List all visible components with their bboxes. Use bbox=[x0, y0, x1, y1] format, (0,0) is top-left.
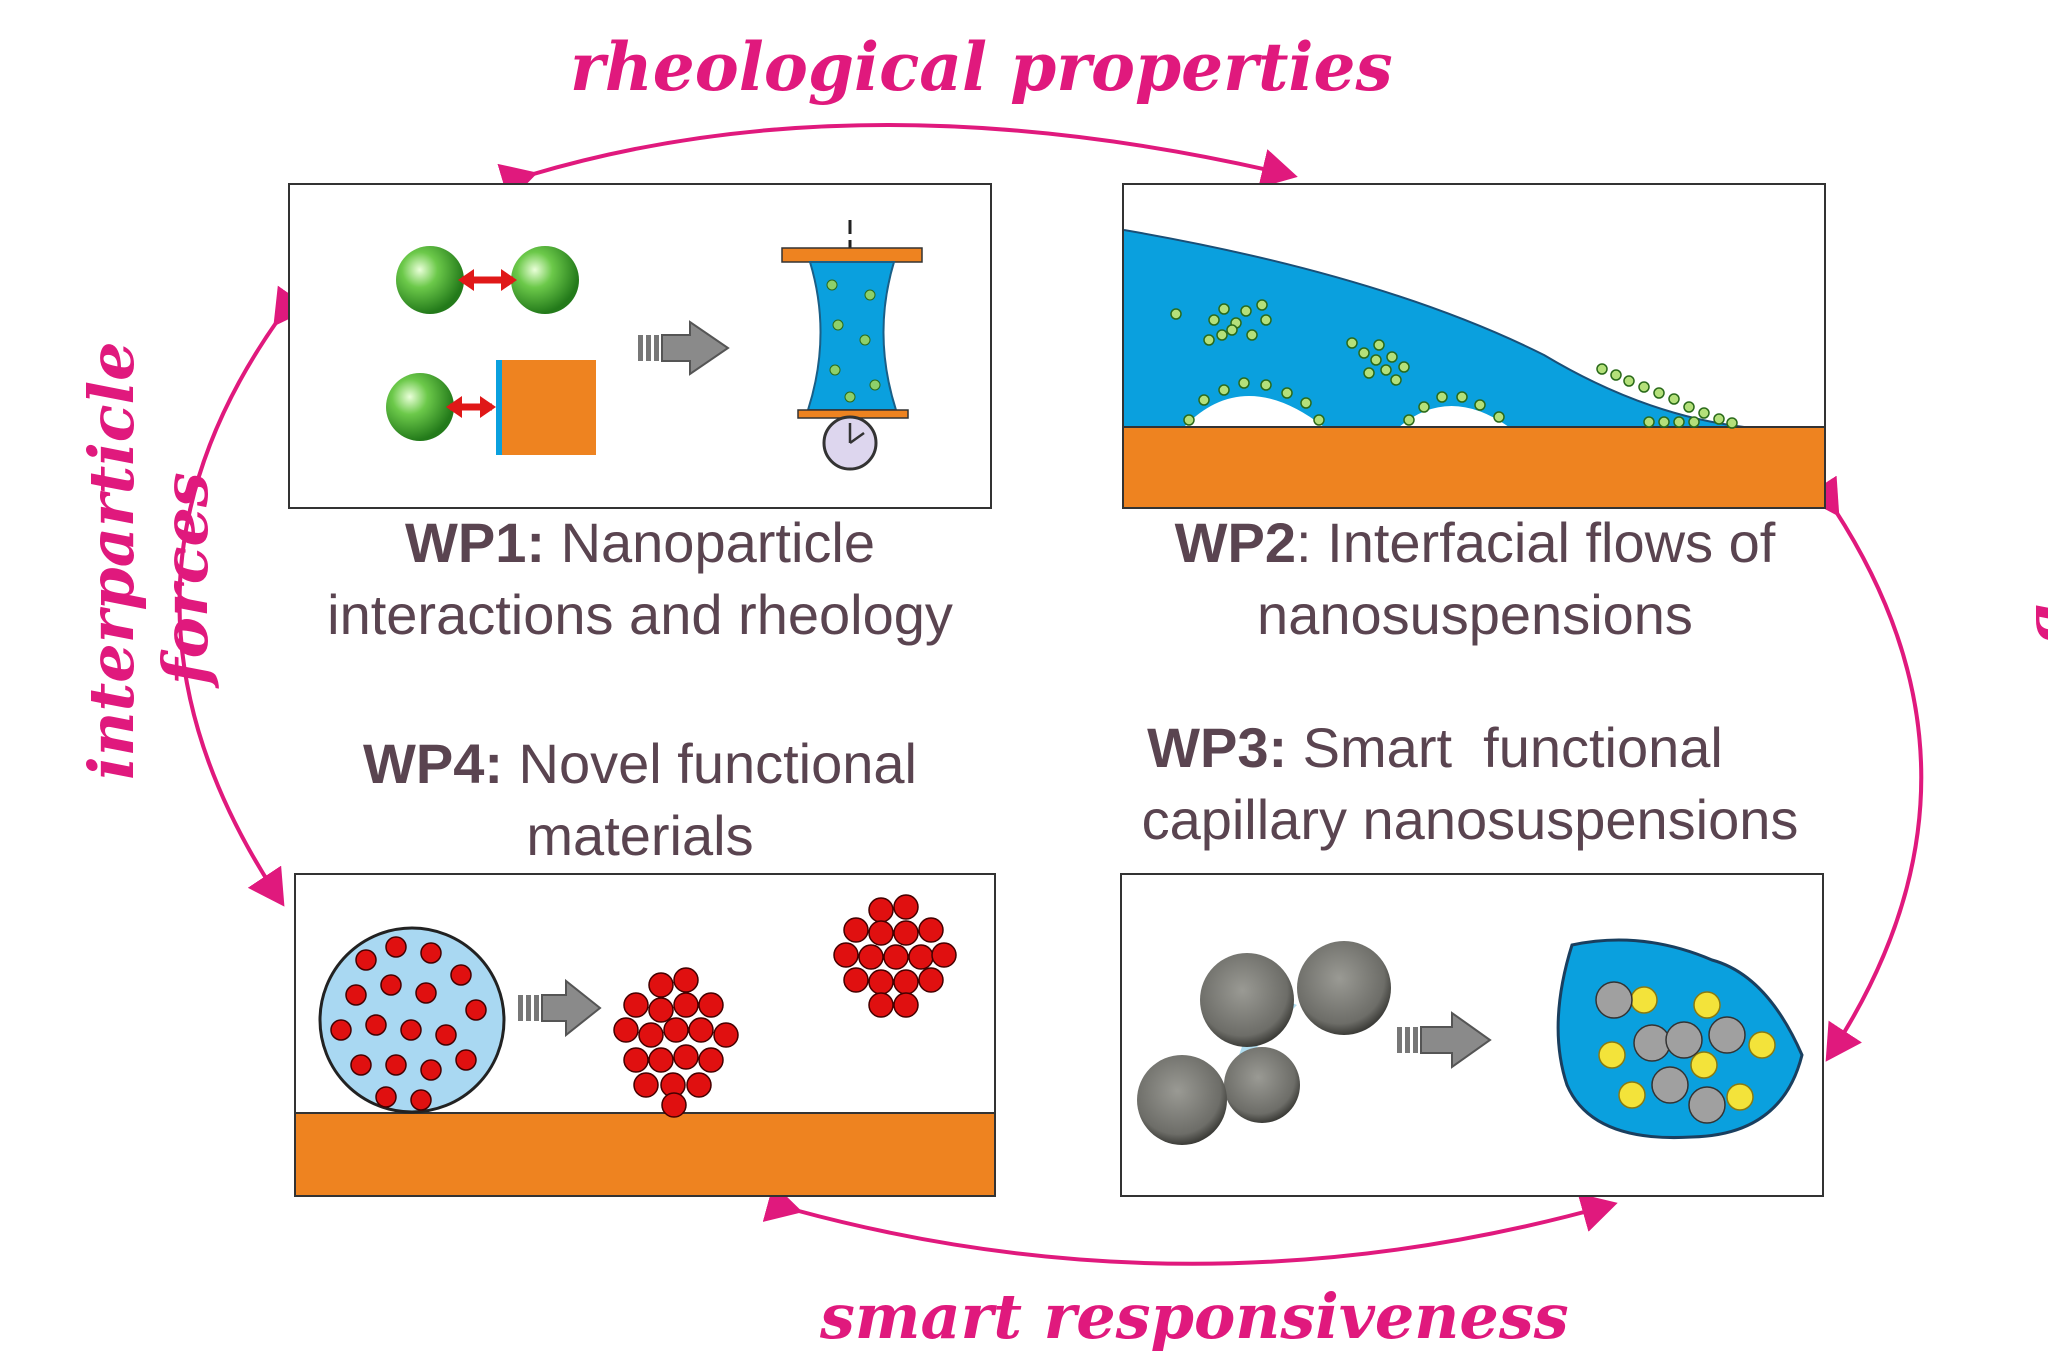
wp2-title-line1: : Interfacial flows of bbox=[1296, 511, 1776, 574]
wp1-title-line2: interactions and rheology bbox=[327, 583, 953, 646]
label-interparticle: interparticle bbox=[75, 341, 148, 780]
sphere bbox=[386, 373, 454, 441]
wp3-title-line1: Smart functional bbox=[1287, 716, 1723, 779]
face-particles bbox=[1595, 981, 1746, 1124]
wp2-caption: WP2: Interfacial flows of nanosuspension… bbox=[1080, 507, 1870, 651]
wp2-illustration bbox=[1123, 229, 1824, 507]
wall-block bbox=[500, 360, 596, 455]
wp1-title-line1: Nanoparticle bbox=[560, 511, 875, 574]
wp3-panel bbox=[1120, 873, 1824, 1197]
capillary-particle bbox=[1224, 1047, 1300, 1123]
wp2-id: WP2 bbox=[1174, 511, 1297, 574]
sphere bbox=[511, 246, 579, 314]
wp4-title-line1: Novel functional bbox=[502, 732, 917, 795]
wp4-illustration bbox=[296, 894, 994, 1195]
wp4-caption: WP4: Novel functional materials bbox=[260, 728, 1020, 872]
right-arrow bbox=[1802, 475, 1924, 1062]
sphere bbox=[396, 246, 464, 314]
cluster bbox=[613, 967, 739, 1118]
wp2-panel bbox=[1122, 183, 1826, 509]
wp1-illustration bbox=[386, 220, 923, 471]
process-arrow-icon bbox=[518, 978, 602, 1038]
substrate bbox=[1124, 427, 1824, 507]
wp3-id: WP3: bbox=[1147, 716, 1288, 779]
wp4-panel bbox=[294, 873, 996, 1197]
wp1-id: WP1: bbox=[405, 511, 546, 574]
capillary-particle bbox=[1137, 1055, 1227, 1145]
wp1-caption: WP1: Nanoparticle interactions and rheol… bbox=[255, 507, 1025, 651]
wp3-caption: WP3: Smart functional capillary nanosusp… bbox=[1070, 712, 1870, 856]
label-interparticle-forces: interparticle forces bbox=[75, 341, 223, 780]
rheometer-icon bbox=[781, 220, 923, 471]
process-arrow-icon bbox=[1397, 1011, 1492, 1069]
capillary-particle bbox=[1200, 953, 1294, 1047]
top-arrow bbox=[497, 123, 1298, 203]
wp1-panel bbox=[288, 183, 992, 509]
label-flow: flow bbox=[2025, 510, 2048, 650]
label-forces: forces bbox=[149, 472, 222, 685]
label-rheological-properties: rheological properties bbox=[570, 28, 1393, 106]
left-arrow bbox=[177, 285, 311, 907]
label-flow-topology: flow topology bbox=[2025, 391, 2048, 690]
capillary-particle bbox=[1297, 941, 1391, 1035]
label-smart-responsiveness: smart responsiveness bbox=[820, 1280, 1569, 1353]
wp3-illustration bbox=[1137, 938, 1804, 1145]
wp4-id: WP4: bbox=[362, 732, 503, 795]
nanoparticles bbox=[1170, 299, 1738, 429]
substrate bbox=[296, 1113, 994, 1195]
liquid-film bbox=[1124, 230, 1744, 427]
cluster bbox=[833, 894, 957, 1018]
process-arrow-icon bbox=[638, 320, 730, 376]
wp2-title-line2: nanosuspensions bbox=[1257, 583, 1693, 646]
wp4-title-line2: materials bbox=[526, 804, 754, 867]
wp3-title-line2: capillary nanosuspensions bbox=[1141, 788, 1799, 851]
bottom-arrow bbox=[762, 1183, 1618, 1266]
